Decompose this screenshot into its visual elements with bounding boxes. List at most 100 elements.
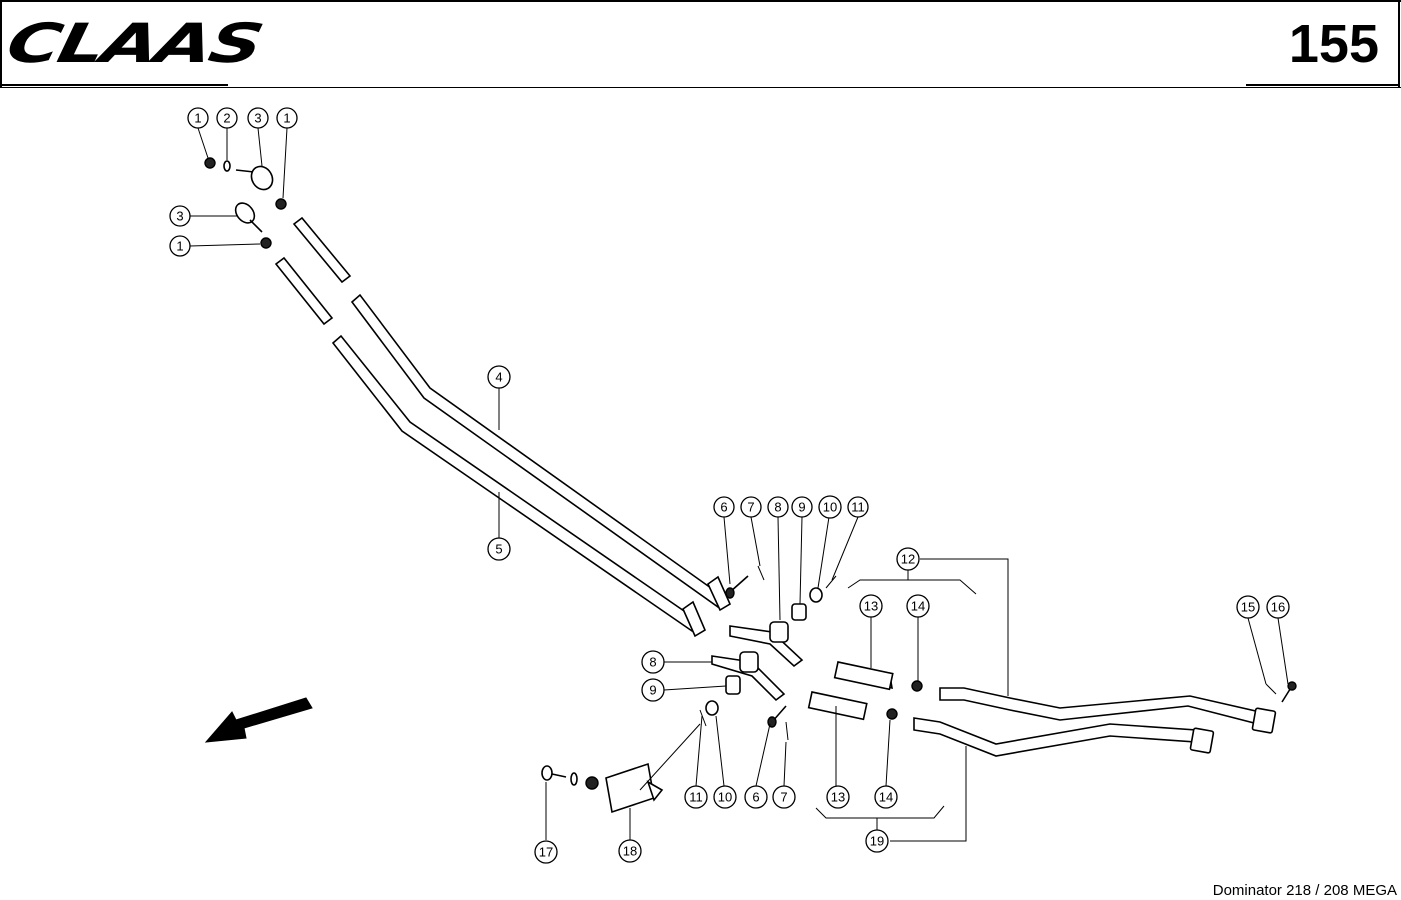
- svg-text:6: 6: [752, 790, 759, 805]
- callout: 1: [187, 107, 209, 129]
- callout: 16: [1266, 595, 1290, 619]
- callout: 11: [847, 496, 869, 518]
- bushing-part: [791, 603, 807, 621]
- callout: 3: [169, 205, 191, 227]
- callout: 3: [247, 107, 269, 129]
- callout: 1: [169, 235, 191, 257]
- rod-lower-short: [274, 256, 334, 326]
- lever-part: [729, 621, 804, 668]
- rod-5: [331, 334, 707, 638]
- svg-text:14: 14: [879, 790, 893, 805]
- washer-part: [705, 700, 719, 716]
- callout: 17: [534, 840, 558, 864]
- callout: 5: [487, 537, 511, 561]
- svg-text:1: 1: [194, 111, 201, 126]
- svg-text:8: 8: [774, 500, 781, 515]
- callout: 13: [826, 785, 850, 809]
- callout: 9: [641, 678, 665, 702]
- header-divider: [0, 87, 1401, 88]
- nut-part: [911, 680, 923, 692]
- clevis-part: [833, 661, 894, 691]
- frame-top: [0, 0, 1401, 2]
- callout: 6: [713, 496, 735, 518]
- nut-part: [275, 198, 287, 210]
- svg-text:1: 1: [283, 111, 290, 126]
- callout: 8: [641, 650, 665, 674]
- svg-text:11: 11: [689, 790, 703, 805]
- frame-right: [1398, 0, 1400, 88]
- rod-4: [350, 293, 732, 612]
- callout: 4: [487, 365, 511, 389]
- callout: 2: [216, 107, 238, 129]
- svg-text:13: 13: [831, 790, 845, 805]
- split-pin-part: [757, 565, 765, 581]
- model-caption: Dominator 218 / 208 MEGA: [1212, 882, 1397, 899]
- svg-text:8: 8: [649, 655, 656, 670]
- callout: 7: [740, 496, 762, 518]
- frame-left: [0, 0, 2, 88]
- leader-lines: [189, 127, 1289, 842]
- svg-text:4: 4: [495, 370, 502, 385]
- svg-text:12: 12: [901, 552, 915, 567]
- washer-part: [570, 772, 578, 786]
- svg-text:5: 5: [495, 542, 502, 557]
- clevis-part: [807, 691, 868, 721]
- callout: 14: [874, 785, 898, 809]
- callout: 10: [818, 495, 842, 519]
- callout: 6: [744, 785, 768, 809]
- svg-text:16: 16: [1271, 600, 1285, 615]
- callout: 13: [859, 594, 883, 618]
- page-number: 155: [1288, 14, 1379, 74]
- callout: 8: [767, 496, 789, 518]
- callout: 19: [865, 829, 889, 853]
- svg-text:7: 7: [747, 500, 754, 515]
- svg-text:19: 19: [870, 834, 884, 849]
- callout: 15: [1236, 595, 1260, 619]
- svg-text:18: 18: [623, 844, 637, 859]
- lever-part: [711, 651, 786, 702]
- callout: 9: [791, 496, 813, 518]
- logo-underline: [0, 84, 228, 86]
- number-underline: [1246, 84, 1400, 86]
- svg-text:3: 3: [254, 111, 261, 126]
- svg-text:1: 1: [176, 239, 183, 254]
- nut-part: [260, 237, 272, 249]
- rod-upper-short: [292, 216, 352, 284]
- svg-text:10: 10: [718, 790, 732, 805]
- svg-text:15: 15: [1241, 600, 1255, 615]
- split-pin-part: [699, 709, 707, 727]
- svg-text:9: 9: [649, 683, 656, 698]
- washer-part: [809, 587, 823, 603]
- callout: 18: [618, 839, 642, 863]
- callout: 11: [684, 785, 708, 809]
- rod-assembly-19: [913, 717, 1215, 757]
- svg-text:2: 2: [223, 111, 230, 126]
- ball-joint-part: [235, 165, 274, 191]
- svg-text:10: 10: [823, 500, 837, 515]
- nut-part: [886, 708, 898, 720]
- svg-text:17: 17: [539, 845, 553, 860]
- bolt-part: [1281, 681, 1297, 703]
- svg-text:3: 3: [176, 209, 183, 224]
- rod-assembly-12: [939, 687, 1277, 734]
- svg-text:13: 13: [864, 599, 878, 614]
- washer-part: [223, 160, 231, 172]
- nut-part: [204, 157, 216, 169]
- svg-text:14: 14: [911, 599, 925, 614]
- svg-text:7: 7: [780, 790, 787, 805]
- split-pin-part: [785, 721, 789, 741]
- ball-joint-part: [234, 202, 263, 233]
- svg-text:11: 11: [851, 500, 865, 515]
- split-pin-part: [825, 575, 837, 589]
- nut-part: [585, 776, 599, 790]
- bolt-part: [725, 575, 749, 599]
- callout: 14: [906, 594, 930, 618]
- svg-text:9: 9: [798, 500, 805, 515]
- arrow-down-left-icon: [204, 697, 313, 743]
- callout: 12: [896, 547, 920, 571]
- callout: 10: [713, 785, 737, 809]
- bushing-part: [725, 675, 741, 695]
- bolt-part: [541, 765, 567, 781]
- callout: 7: [772, 785, 796, 809]
